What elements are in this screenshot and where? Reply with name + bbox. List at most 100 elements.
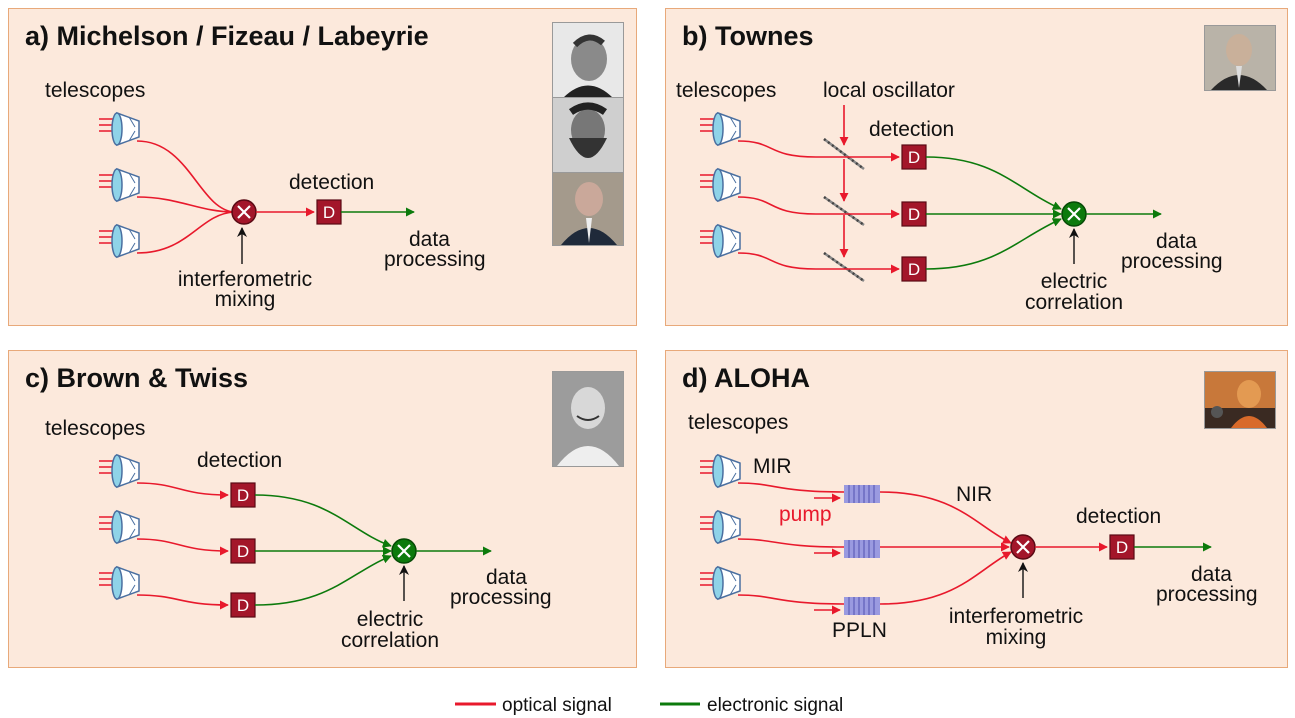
optical-path (879, 551, 1012, 605)
legend-electronic-label: electronic signal (707, 695, 843, 716)
detection-label: detection (1076, 505, 1161, 528)
detector-box (901, 144, 927, 170)
diagram-a: telescopes detection D data processing i… (45, 79, 486, 311)
portrait-michelson (552, 22, 624, 99)
data-label: data (1156, 230, 1197, 253)
optical-path (737, 482, 845, 493)
mixing-label-2: mixing (986, 626, 1047, 649)
optical-path (136, 211, 235, 254)
optical-path (136, 196, 235, 213)
panel-title: d) ALOHA (682, 363, 810, 393)
telescope-icon (98, 168, 140, 202)
data-label: data (409, 228, 450, 251)
pump-label: pump (779, 503, 832, 526)
portrait-townes (1204, 25, 1276, 91)
optical-path (136, 594, 229, 610)
detection-label: detection (289, 171, 374, 194)
panel-title: b) Townes (682, 21, 814, 51)
telescope-icon (98, 112, 140, 146)
beamsplitter-icon (823, 138, 865, 170)
optical-path (737, 252, 900, 274)
optical-path (879, 491, 1012, 544)
telescope-icon (699, 510, 741, 544)
detector-letter: D (237, 486, 249, 505)
correlation-label-1: electric (357, 608, 424, 631)
correlator-cross (397, 544, 411, 558)
optical-path (737, 196, 900, 219)
detector-letter: D (237, 542, 249, 561)
detector-letter: D (908, 205, 920, 224)
portrait-labeyrie (552, 172, 624, 246)
beamsplitter-icon (823, 195, 865, 227)
panel-townes: b) Townes telescopes local oscillator de… (665, 8, 1288, 326)
legend: optical signal electronic signal (455, 695, 843, 716)
optical-path (737, 538, 845, 548)
panel-title: c) Brown & Twiss (25, 363, 249, 393)
optical-path (737, 594, 845, 605)
portrait-brown-twiss (552, 371, 624, 467)
detector-box (316, 199, 342, 225)
detector-box (230, 538, 256, 564)
panel-title: a) Michelson / Fizeau / Labeyrie (25, 21, 429, 51)
optical-path (136, 538, 229, 556)
optical-path (737, 140, 900, 162)
telescope-icon (699, 224, 741, 258)
detector-box (1109, 534, 1135, 560)
correlation-label-2: correlation (341, 629, 439, 652)
ppln-crystal (844, 485, 880, 503)
legend-optical-label: optical signal (502, 695, 612, 716)
mixing-label-1: interferometric (949, 605, 1083, 628)
diagram-c: telescopes detection D D D data processi… (45, 417, 552, 652)
mixer-cross (1016, 540, 1030, 554)
correlator-cross (1067, 207, 1081, 221)
telescopes-label: telescopes (688, 411, 788, 434)
electronic-path (925, 156, 1062, 210)
correlation-label-1: electric (1041, 270, 1108, 293)
processing-label: processing (1121, 250, 1223, 273)
panel-brown-twiss: c) Brown & Twiss telescopes detection D … (8, 350, 637, 668)
telescope-icon (699, 168, 741, 202)
telescope-icon (98, 510, 140, 544)
detector-letter: D (237, 596, 249, 615)
ppln-crystal (844, 597, 880, 615)
detection-label: detection (869, 118, 954, 141)
ppln-crystal (844, 540, 880, 558)
detector-letter: D (908, 148, 920, 167)
optical-path (136, 140, 235, 213)
diagram-b: telescopes local oscillator detection D (676, 79, 1223, 314)
processing-label: processing (384, 248, 486, 271)
mixing-label-2: mixing (215, 288, 276, 311)
telescopes-label: telescopes (45, 417, 145, 440)
detector-letter: D (908, 260, 920, 279)
telescope-icon (98, 224, 140, 258)
detector-letter: D (323, 203, 335, 222)
correlation-label-2: correlation (1025, 291, 1123, 314)
electronic-path (254, 554, 392, 606)
electronic-path (925, 218, 1062, 270)
panel-aloha: d) ALOHA telescopes MIR pump NIR PPLN (665, 350, 1288, 668)
telescopes-label: telescopes (45, 79, 145, 102)
diagram-d: telescopes MIR pump NIR PPLN (688, 411, 1258, 649)
beamsplitter-icon (823, 251, 865, 283)
processing-label: processing (1156, 583, 1258, 606)
mixing-label-1: interferometric (178, 268, 312, 291)
mir-label: MIR (753, 455, 792, 478)
detector-box (230, 592, 256, 618)
detector-letter: D (1116, 538, 1128, 557)
detector-box (901, 256, 927, 282)
processing-label: processing (450, 586, 552, 609)
optical-path (136, 482, 229, 500)
telescopes-label: telescopes (676, 79, 776, 102)
portrait-aloha (1204, 371, 1276, 429)
electronic-path (254, 494, 392, 548)
telescope-icon (699, 112, 741, 146)
mixer-cross (237, 205, 251, 219)
telescope-icon (699, 454, 741, 488)
local-oscillator-label: local oscillator (823, 79, 955, 102)
data-label: data (486, 566, 527, 589)
telescope-icon (98, 566, 140, 600)
telescope-icon (98, 454, 140, 488)
ppln-label: PPLN (832, 619, 887, 642)
detector-box (901, 201, 927, 227)
nir-label: NIR (956, 483, 992, 506)
